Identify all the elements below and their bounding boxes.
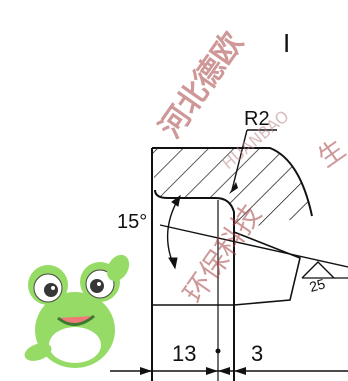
fillet-leader [229,129,277,194]
angle-label: 15° [117,211,147,233]
fillet-radius-label: R2 [244,108,270,130]
watermark-fragment: 生 [313,134,348,173]
bottom-dimension-lines [110,348,348,375]
watermark-line2: 环保科技 [177,198,268,309]
dimension-left: 13 [172,341,196,366]
roughness-value: 25 [308,275,327,295]
frog-mascot-icon [24,254,130,368]
angle-arc [166,194,181,270]
roughness-symbol [301,261,348,279]
reference-line [159,224,348,268]
watermark-line1: 河北德欧 [153,26,250,144]
dimension-right: 3 [251,341,263,366]
view-label: I [283,28,290,58]
